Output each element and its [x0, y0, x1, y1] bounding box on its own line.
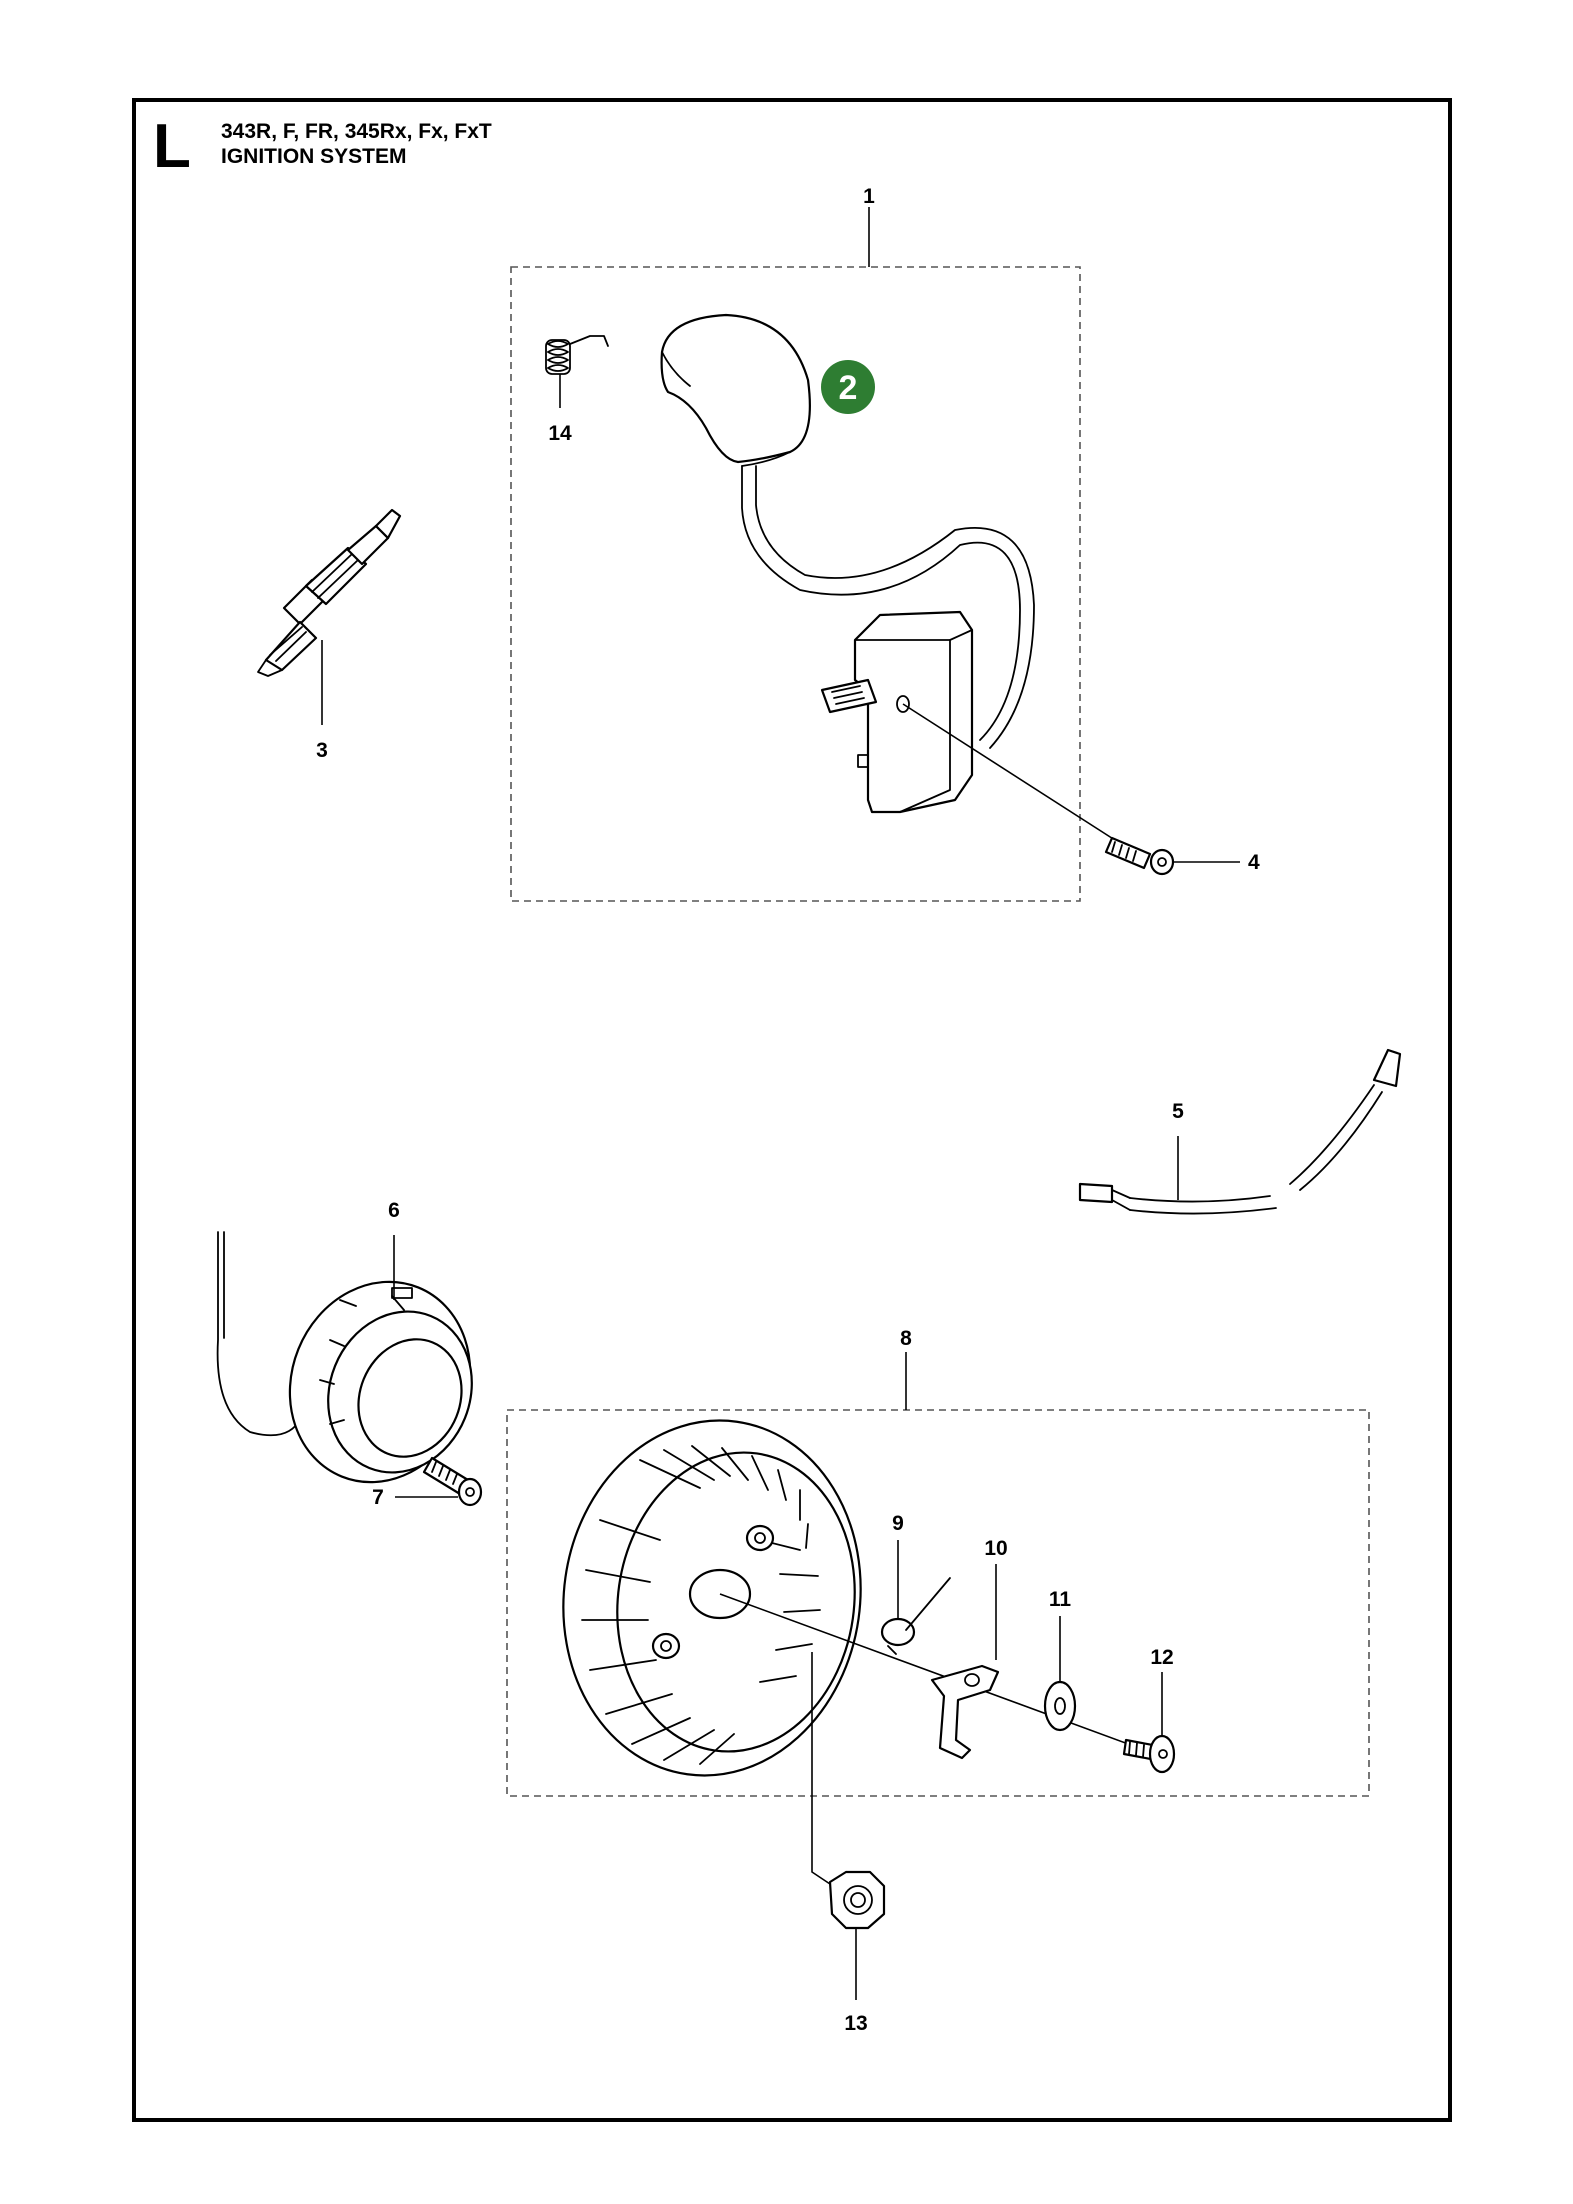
- section-letter: L: [153, 112, 191, 181]
- new-part-badge: [821, 360, 875, 414]
- callout-14[interactable]: 14: [548, 422, 572, 445]
- callout-4[interactable]: 4: [1248, 851, 1260, 874]
- ignition-boot-cap[interactable]: [660, 313, 1035, 749]
- callout-9[interactable]: 9: [892, 1512, 904, 1535]
- callout-3[interactable]: 3: [316, 739, 328, 762]
- nut-part-13[interactable]: [828, 1870, 886, 2000]
- callout-6[interactable]: 6: [388, 1199, 400, 1222]
- callout-10[interactable]: 10: [984, 1537, 1007, 1560]
- screw-part-4[interactable]: [1104, 836, 1240, 876]
- diagram-frame: [132, 98, 1452, 2122]
- wire-part-5[interactable]: [1078, 1048, 1402, 1215]
- callout-7[interactable]: 7: [372, 1486, 384, 1509]
- group-box-ignition-module: [510, 266, 1081, 902]
- callout-8[interactable]: 8: [900, 1327, 912, 1350]
- callout-13[interactable]: 13: [844, 2012, 867, 2035]
- flywheel[interactable]: [541, 1401, 1151, 1889]
- spark-plug-part-3[interactable]: [257, 508, 402, 725]
- callout-1[interactable]: 1: [863, 185, 875, 208]
- badge-label: 2: [839, 369, 858, 407]
- callout-12[interactable]: 12: [1150, 1646, 1173, 1669]
- screw-part-12[interactable]: [1122, 1672, 1176, 1774]
- bracket-part-10[interactable]: [930, 1564, 1000, 1760]
- sensor-ring-part-6[interactable]: [216, 1231, 500, 1510]
- page-title: IGNITION SYSTEM: [221, 145, 407, 168]
- screw-part-7[interactable]: [395, 1456, 483, 1507]
- spring-part-14[interactable]: [545, 335, 609, 408]
- model-list: 343R, F, FR, 345Rx, Fx, FxT: [221, 120, 492, 143]
- callout-11[interactable]: 11: [1049, 1588, 1072, 1611]
- ignition-module[interactable]: [820, 610, 1119, 843]
- clip-part-9[interactable]: [880, 1540, 951, 1655]
- washer-part-11[interactable]: [1043, 1616, 1077, 1732]
- callout-5[interactable]: 5: [1172, 1100, 1184, 1123]
